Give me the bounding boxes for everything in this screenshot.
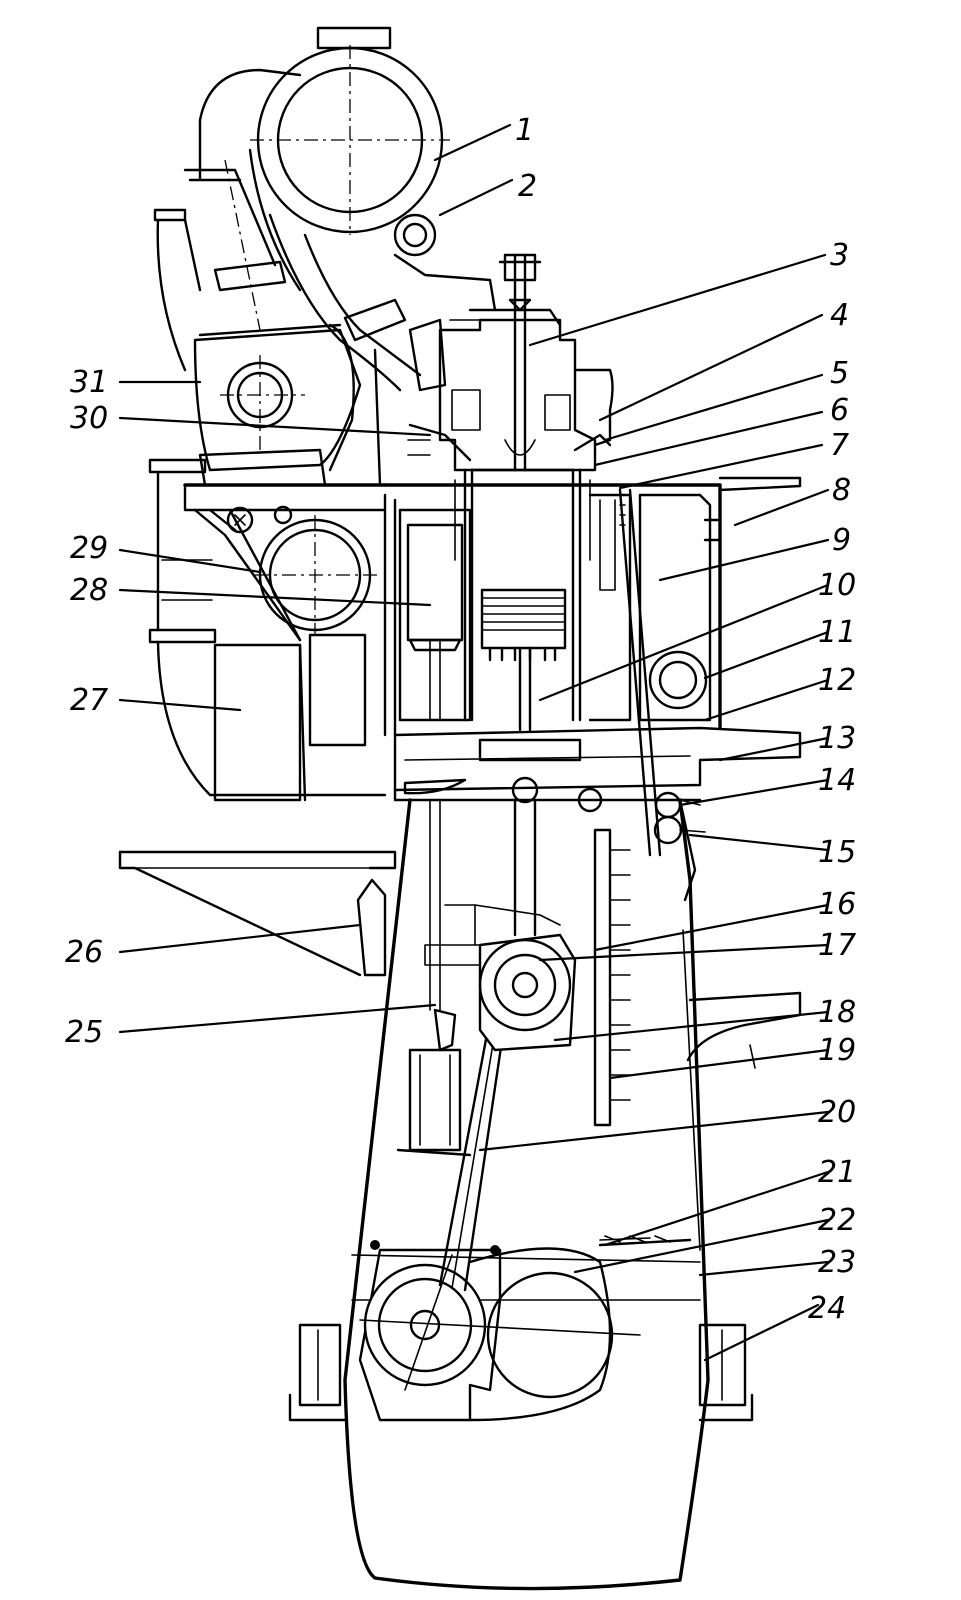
label-28: 28 (70, 573, 108, 608)
label-15: 15 (818, 835, 856, 870)
label-21: 21 (818, 1155, 856, 1190)
label-23: 23 (818, 1245, 856, 1280)
crankshaft-assembly (358, 1235, 692, 1422)
label-9: 9 (832, 523, 851, 558)
label-17: 17 (818, 928, 856, 963)
crankcase-frame (343, 788, 710, 1591)
label-19: 19 (818, 1033, 856, 1068)
guide-rail (593, 828, 631, 1127)
left-bracket (118, 850, 397, 977)
left-exhaust-duct (148, 208, 387, 797)
diaphragm-plate (393, 726, 802, 813)
cylinder-block (383, 468, 802, 737)
connecting-rod (438, 1016, 507, 1292)
label-27: 27 (70, 683, 108, 718)
label-12: 12 (818, 663, 856, 698)
label-4: 4 (830, 298, 849, 333)
label-30: 30 (70, 401, 108, 436)
telescopic-pipe (396, 799, 472, 1157)
label-8: 8 (832, 473, 851, 508)
foundation-right (698, 1323, 754, 1422)
label-22: 22 (818, 1203, 856, 1238)
crosshead (424, 798, 577, 1052)
exhaust-receiver (183, 26, 497, 392)
foundation-left (288, 1323, 347, 1422)
callout-labels: 1 2 3 4 5 6 7 8 9 10 11 12 13 14 15 16 1… (65, 113, 856, 1326)
roller-pair (618, 488, 706, 857)
label-6: 6 (830, 393, 849, 428)
label-26: 26 (65, 935, 103, 970)
label-13: 13 (818, 721, 856, 756)
turbocharger (193, 323, 382, 487)
label-2: 2 (518, 169, 537, 204)
label-7: 7 (830, 428, 849, 463)
label-24: 24 (808, 1291, 846, 1326)
label-16: 16 (818, 887, 856, 922)
label-5: 5 (830, 356, 849, 391)
label-3: 3 (830, 238, 849, 273)
label-25: 25 (65, 1015, 103, 1050)
cylinder-cover (407, 253, 614, 472)
leader-lines (118, 123, 830, 1362)
label-14: 14 (818, 763, 856, 798)
right-bracket (686, 991, 802, 1069)
label-11: 11 (818, 615, 856, 650)
label-31: 31 (70, 365, 108, 400)
label-20: 20 (818, 1095, 856, 1130)
label-10: 10 (818, 568, 856, 603)
label-18: 18 (818, 995, 856, 1030)
scavenge-receiver (183, 483, 387, 802)
label-29: 29 (70, 531, 108, 566)
label-1: 1 (515, 113, 534, 148)
